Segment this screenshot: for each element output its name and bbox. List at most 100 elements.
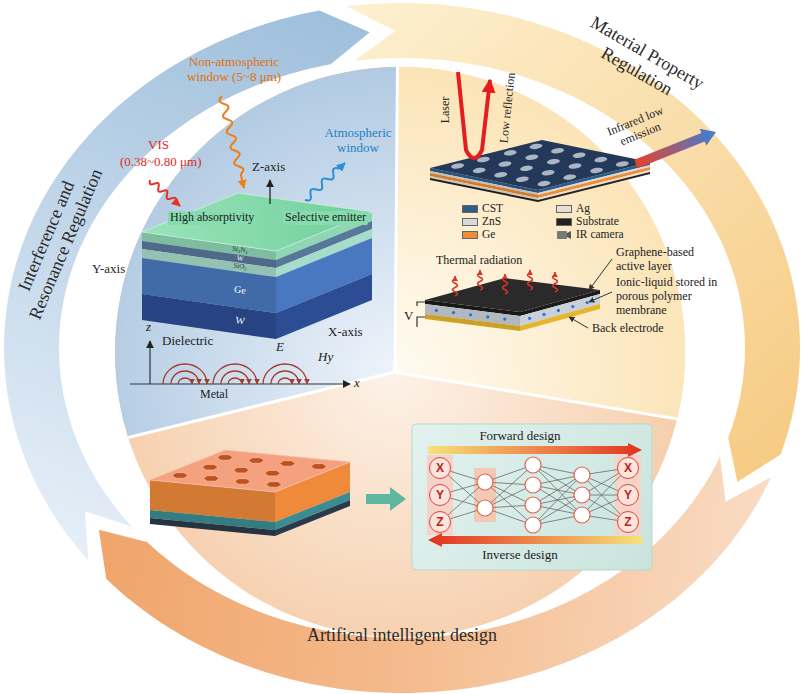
hex-hole [311,464,327,470]
field-line [271,371,299,384]
axis-label: Z-axis [252,160,285,175]
radiation-label: Thermal radiation [436,254,522,268]
plate-top [430,140,650,190]
forward-arrow [428,443,642,457]
medium-label: Dielectric [162,334,213,349]
axis-label: x [354,376,360,391]
network-link [493,482,525,484]
legend-entry: IR camera [556,228,624,241]
meta-atom [563,174,577,181]
hex-hole [235,479,251,485]
hex-hole [280,461,296,467]
legend-entry: CST [462,202,503,215]
network-node: X [617,457,639,479]
band-range: (0.38~0.80 μm) [120,155,202,170]
hex-hole [248,458,264,464]
network-link [493,505,525,507]
network-link [589,499,618,511]
hex-hole [172,473,188,479]
node-label: Z [436,516,443,528]
band-label: Non-atmospheric window (5~8 μm) [179,55,289,85]
network-link [590,470,617,474]
axis-label: Y-axis [92,262,125,277]
network-link [588,481,621,514]
network-link [541,467,574,474]
meta-atom [498,160,512,167]
network-node: Y [429,484,451,506]
legend-text: CST [482,202,503,215]
network-panel [412,424,652,570]
ion-dot [528,317,531,320]
meta-atom [525,154,539,161]
ion-dot [486,315,489,318]
field-label: E [276,340,284,355]
part-label: Graphene-based active layer [616,246,716,274]
transition-arrow [366,487,406,511]
node-label: X [624,462,632,474]
network-link [541,477,574,484]
hidden-neuron [525,497,541,513]
layer-label: W [235,315,246,326]
ion-dot [586,301,589,304]
column-shade [427,455,453,535]
thermal-wave [503,274,508,294]
legend-entry: Ag [556,202,590,215]
hex-hole [266,482,282,488]
node-label: Z [624,516,631,528]
leader-line [569,317,588,328]
device-layer [425,314,520,331]
network-link [492,488,526,504]
network-link [491,470,527,502]
layer-label: W [236,255,244,263]
field-line [263,364,307,384]
property-label: Selective emitter [283,211,368,225]
network-link [590,516,617,520]
hex-hole [233,467,249,473]
column-shade [474,468,496,522]
meta-atom [547,158,561,165]
meta-atom [529,143,543,150]
legend-entry: Substrate [556,215,619,228]
design-label: Forward design [479,429,560,444]
meta-atom [503,149,517,156]
network-link [589,499,619,516]
wavy-arrow [150,180,180,206]
hex-hole [217,455,233,461]
hidden-neuron [574,467,590,483]
node-label: Y [436,489,444,501]
legend-swatch [556,218,572,226]
band-label: Atmospheric window [318,126,398,156]
network-link [451,471,478,479]
graphene-top [425,278,600,312]
thermal-wave [478,270,483,290]
sector-divider [0,0,804,469]
hidden-neuron [525,477,541,493]
layered-emitter [142,193,372,339]
wire [417,302,425,306]
network-link [539,471,577,510]
camera-body [557,231,567,239]
node-label: X [436,462,444,474]
leader-line [589,292,612,302]
meta-atom [551,147,565,154]
inverse-arrow [428,533,642,547]
property-label: High absorptivity [168,211,256,225]
leader-line [589,259,612,290]
honeycomb-structure [150,450,350,536]
meta-atom [541,169,555,176]
legend-entry: Ge [462,228,495,241]
network-node: X [429,457,451,479]
legend-swatch [462,218,478,226]
honeycomb-top [150,450,350,492]
wire [417,317,425,327]
network-link [493,511,526,523]
field-label: Hy [318,350,333,365]
network-link [590,495,617,496]
ion-dot [435,309,438,312]
layer-face [276,274,372,339]
hidden-neuron [525,517,541,533]
field-line [278,378,292,384]
wavy-arrow [305,163,345,200]
